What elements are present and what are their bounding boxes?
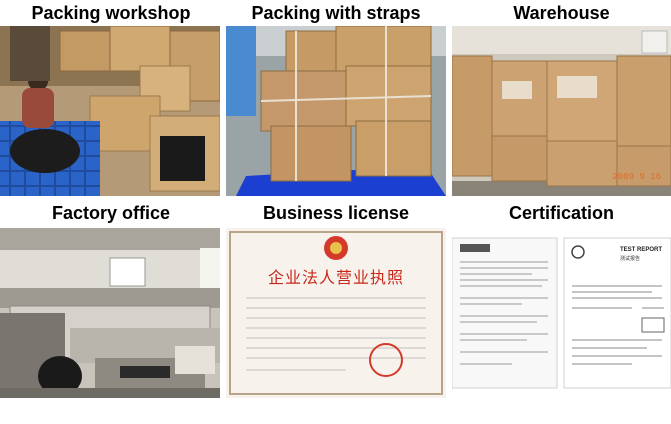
photo-certification: TEST REPORT 测试报告	[452, 228, 671, 398]
report-title: TEST REPORT	[620, 247, 663, 253]
caption-packing-straps: Packing with straps	[251, 3, 421, 23]
caption-warehouse: Warehouse	[513, 3, 610, 23]
photo-factory-office	[0, 228, 220, 398]
caption-packing-workshop: Packing workshop	[31, 3, 191, 23]
photo-business-license: 企业法人营业执照	[226, 228, 446, 398]
photo-warehouse: 2009 9 16	[452, 26, 671, 196]
report-subtitle: 测试报告	[620, 256, 641, 262]
photo-packing-straps	[226, 26, 446, 196]
caption-factory-office: Factory office	[51, 203, 171, 223]
caption-certification: Certification	[508, 203, 614, 223]
caption-business-license: Business license	[262, 203, 410, 223]
photo-timestamp: 2009 9 16	[612, 172, 661, 182]
license-title: 企业法人营业执照	[267, 268, 404, 287]
photo-packing-workshop	[0, 26, 220, 196]
